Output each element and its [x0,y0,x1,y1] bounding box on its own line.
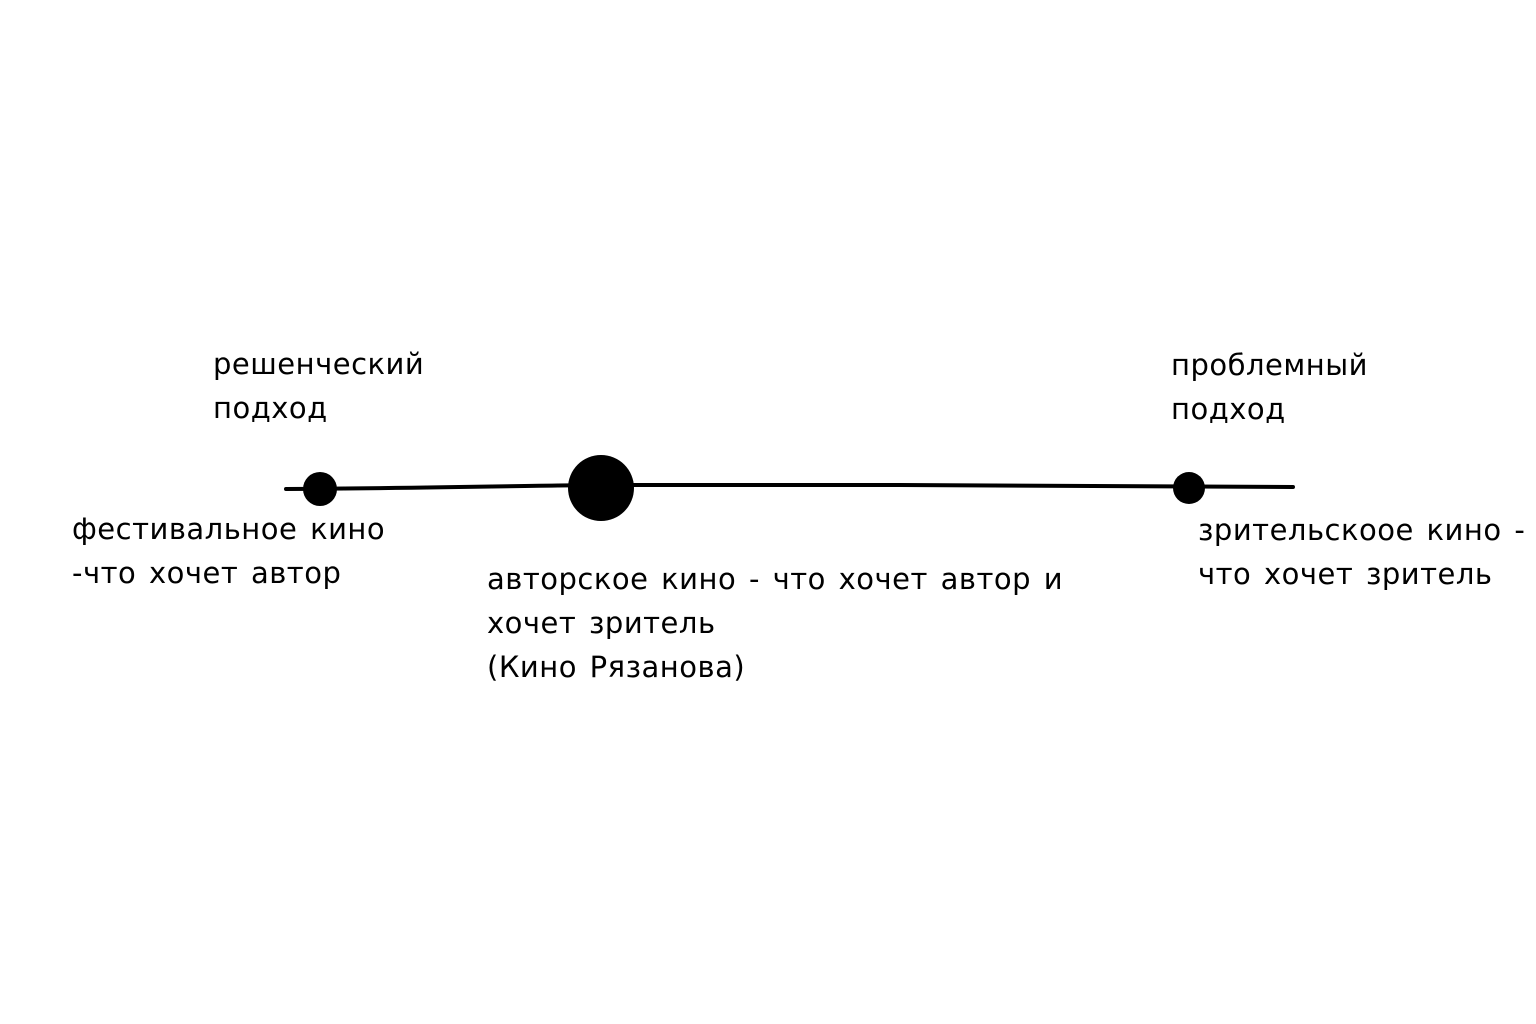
audience-cinema-label: зрительскоое кино - что хочет зритель [1198,508,1525,596]
auteur-cinema-line-3: (Кино Рязанова) [487,650,746,684]
auteur-cinema-line-1: авторское кино - что хочет автор и [487,562,1064,596]
right-approach-label: проблемный подход [1171,343,1368,431]
left-approach-line-2: подход [213,391,328,425]
left-end-marker [303,472,337,506]
auteur-cinema-label: авторское кино - что хочет автор и хочет… [487,557,1063,689]
left-approach-line-1: решенческий [213,347,425,381]
right-approach-line-2: подход [1171,392,1286,426]
right-approach-line-1: проблемный [1171,348,1368,382]
festival-cinema-label: фестивальное кино -что хочет автор [72,507,385,595]
left-approach-label: решенческий подход [213,342,424,430]
auteur-cinema-line-2: хочет зритель [487,606,716,640]
center-marker [568,455,634,521]
audience-cinema-line-2: что хочет зритель [1198,557,1493,591]
audience-cinema-line-1: зрительскоое кино - [1198,513,1526,547]
festival-cinema-line-1: фестивальное кино [72,512,386,546]
festival-cinema-line-2: -что хочет автор [72,556,342,590]
right-end-marker [1173,472,1205,504]
spectrum-axis-line [284,483,1295,491]
